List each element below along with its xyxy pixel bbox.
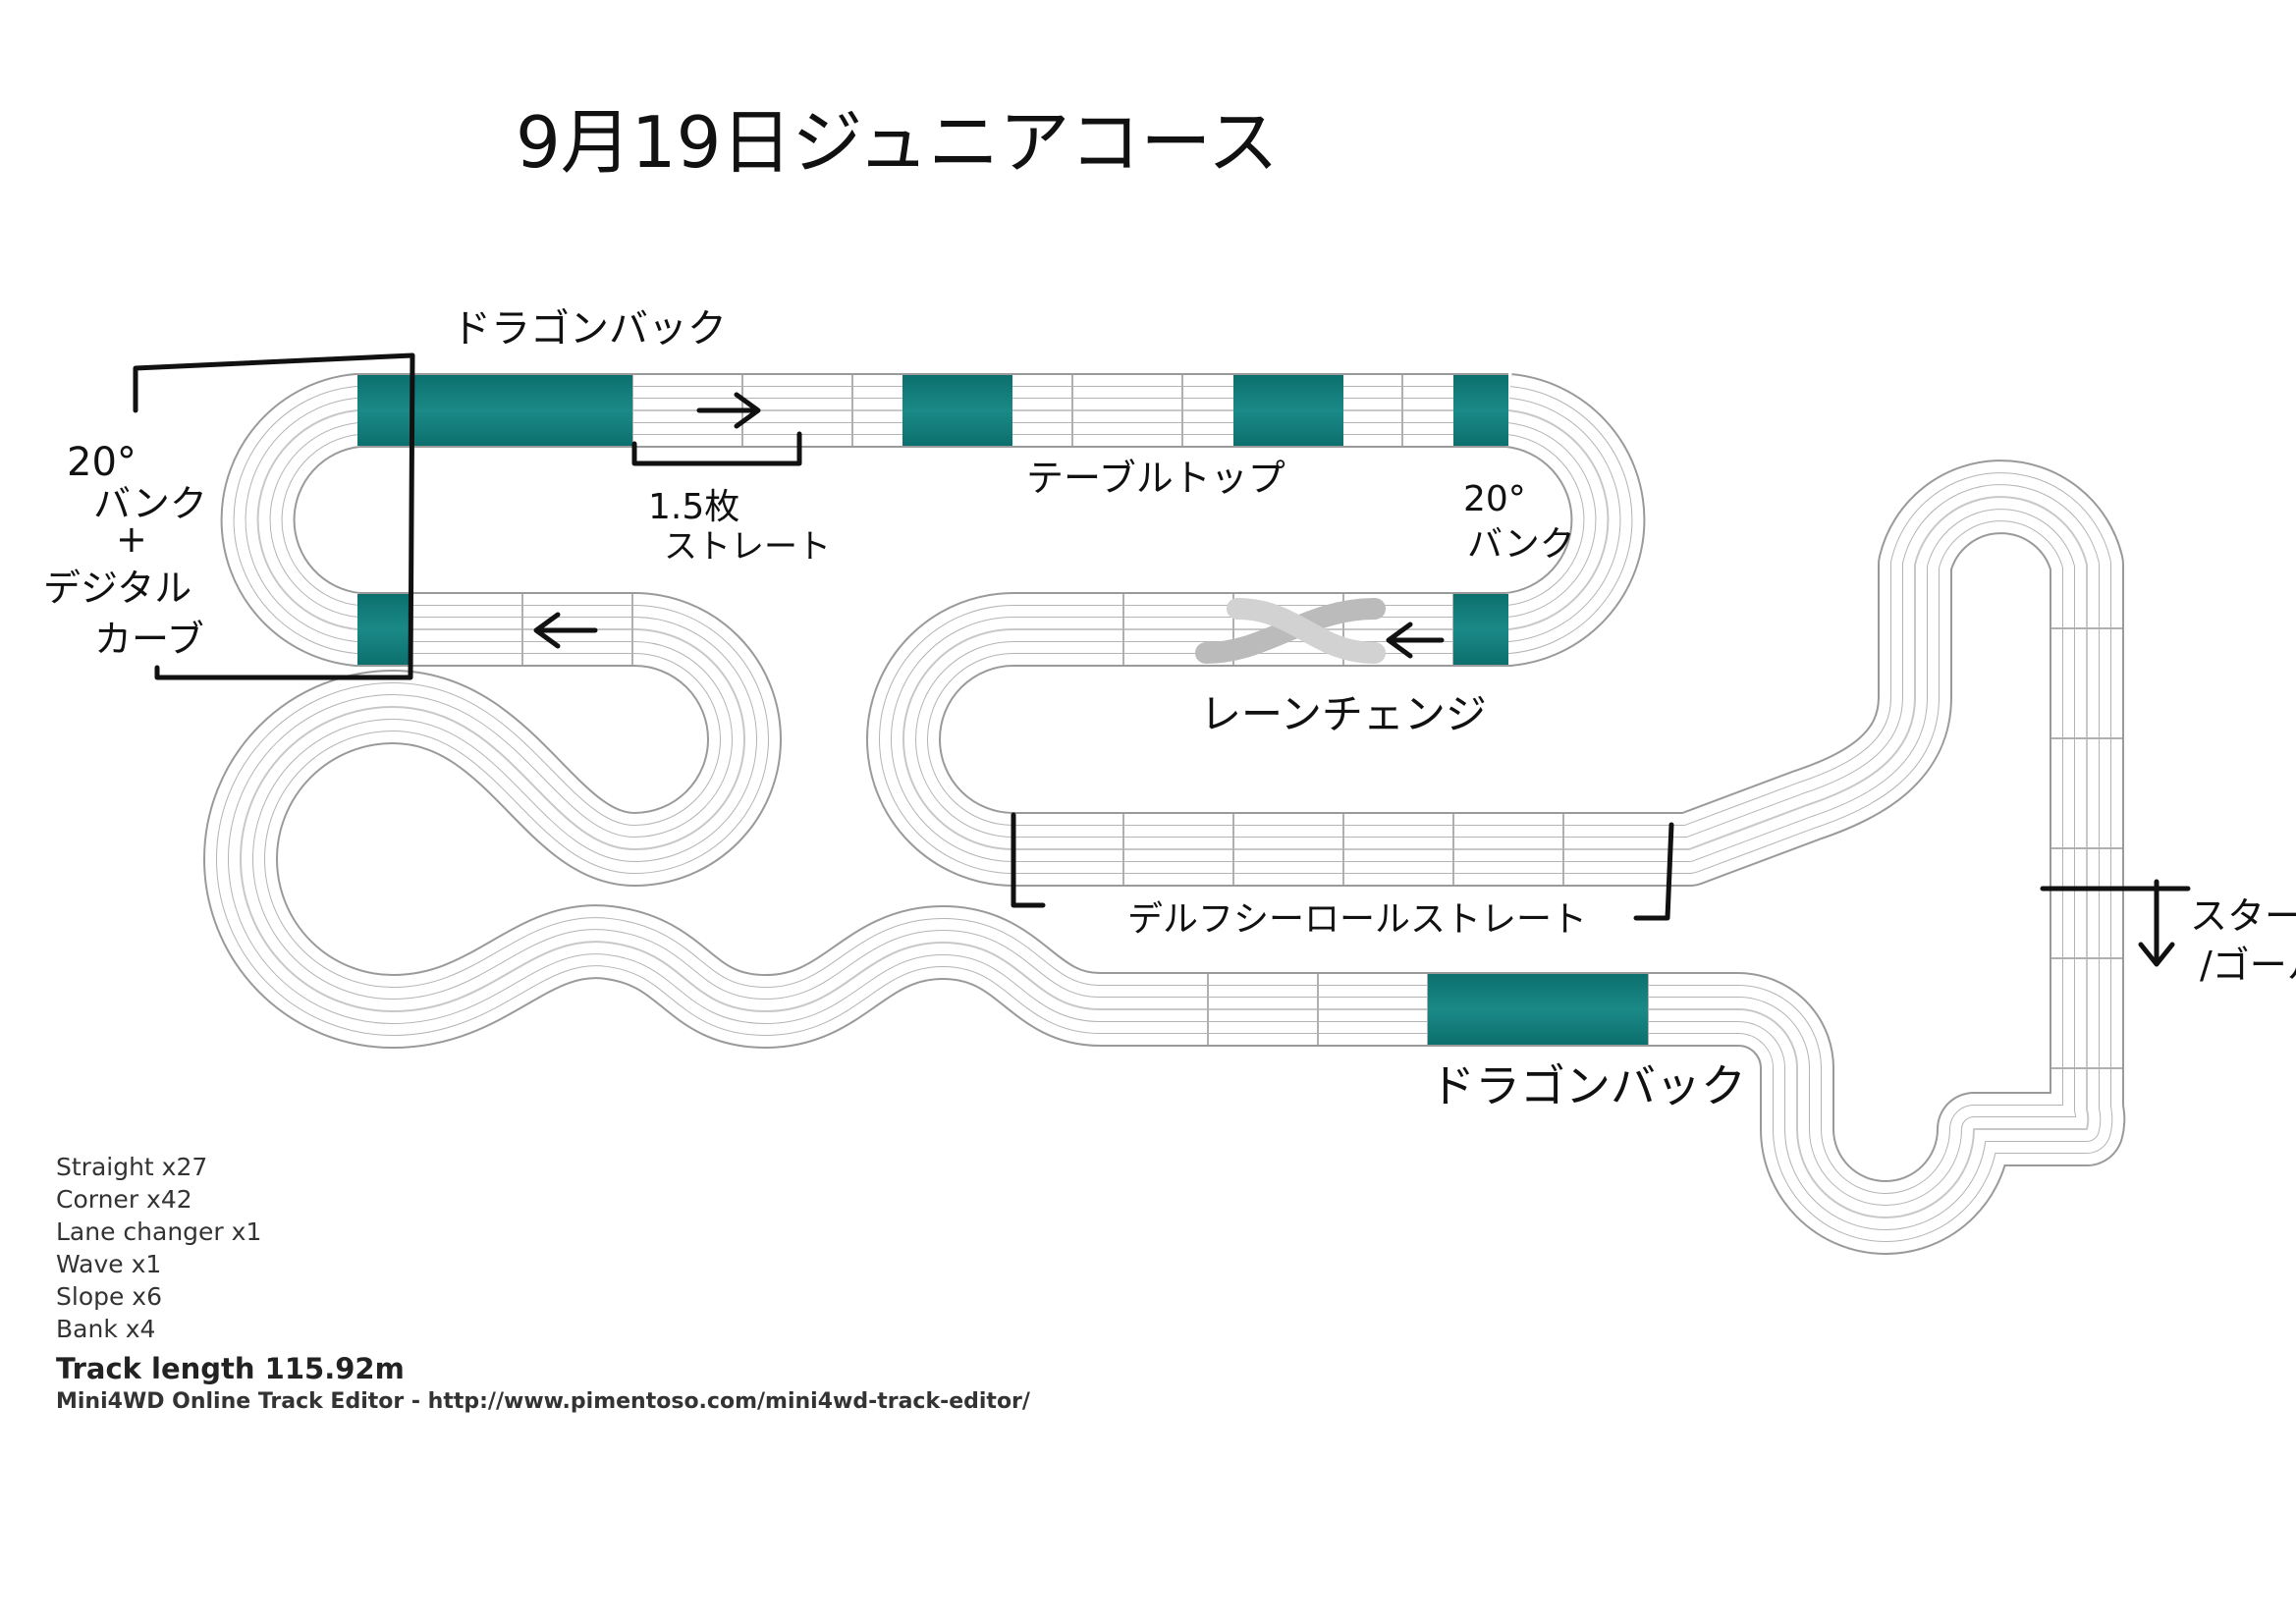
title-text: 9月19日ジュニアコース [516, 101, 1279, 184]
straight-15-label-2: ストレート [664, 527, 831, 567]
arrow-left-right [1386, 622, 1445, 659]
table-top-label: テーブルトップ [1026, 457, 1285, 500]
handwritten-labels: 9月19日ジュニアコース ドラゴンバック 20° バンク + デジタル カーブ … [43, 101, 2296, 1112]
stat-bank: Bank x4 [56, 1315, 156, 1343]
bank-left-label-2: バンク [93, 482, 207, 525]
editor-credit: Mini4WD Online Track Editor - http://www… [56, 1389, 1030, 1414]
straight-15-label-1: 1.5枚 [648, 487, 739, 527]
dragon-back-top-label: ドラゴンバック [452, 306, 727, 352]
bank-left-label-3: + [116, 517, 147, 561]
start-goal-label-1: スタート [2190, 894, 2296, 938]
track-layout [203, 373, 2126, 1255]
stat-corner: Corner x42 [56, 1185, 192, 1214]
section-markers [357, 375, 1648, 1045]
ink-markings [133, 352, 2191, 967]
stat-straight: Straight x27 [56, 1153, 208, 1181]
table-top-section-2 [1233, 375, 1343, 446]
track-length: Track length 115.92m [56, 1352, 405, 1385]
stat-slope: Slope x6 [56, 1282, 163, 1311]
bank-right-label-2: バンク [1467, 524, 1575, 565]
stat-lane-changer: Lane changer x1 [56, 1217, 262, 1246]
delfy-roll-bracket [1011, 812, 1674, 921]
dragon-back-top-section [357, 375, 632, 446]
arrow-left-middle [533, 612, 598, 649]
bank-left-label-4: デジタル [43, 567, 191, 610]
bank-right-bottom-section [1453, 594, 1508, 665]
table-top-section-1 [902, 375, 1012, 446]
bank-left-label-1: 20° [67, 440, 137, 485]
bank-right-label-1: 20° [1463, 479, 1526, 519]
dragon-back-bottom-section [1428, 974, 1648, 1045]
lane-changer-piece [1195, 598, 1386, 664]
bank-right-top-section [1453, 375, 1508, 446]
track-stats: Straight x27 Corner x42 Lane changer x1 … [56, 1151, 1030, 1418]
track-lane-layer [240, 409, 2090, 1218]
start-goal-label-2: /ゴール [2200, 944, 2296, 987]
dragon-back-bottom-label: ドラゴンバック [1430, 1059, 1746, 1112]
straight-15-bracket [631, 431, 802, 466]
stat-wave: Wave x1 [56, 1250, 162, 1278]
bank-left-label-5: カーブ [94, 618, 204, 661]
delfy-roll-label: デルフシーロールストレート [1127, 899, 1587, 940]
bank-bracket-left [133, 352, 415, 680]
start-goal-line [2040, 879, 2191, 967]
lane-change-label: レーンチェンジ [1200, 690, 1487, 738]
bank-left-bottom-section [357, 594, 412, 665]
arrow-right-top [696, 392, 761, 429]
